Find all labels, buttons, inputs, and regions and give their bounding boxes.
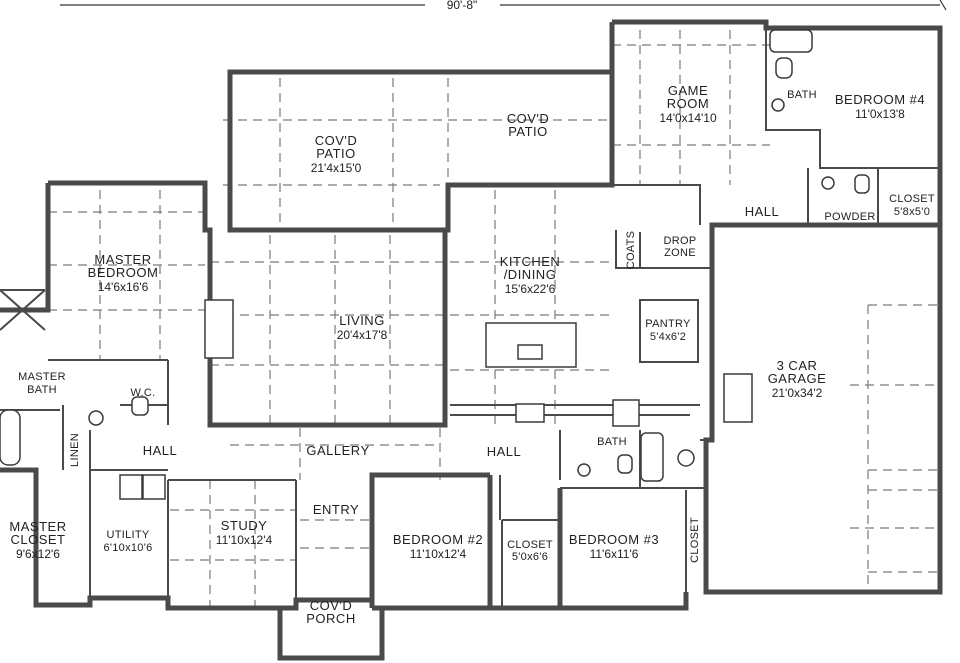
room-name-powder: POWDER [824, 211, 875, 223]
room-name-master-bedroom-2: BEDROOM [88, 265, 159, 280]
room-size-garage: 21'0x34'2 [772, 386, 823, 400]
fridge-icon [612, 399, 640, 427]
washer-icon [119, 474, 143, 500]
sink-icon [821, 176, 835, 190]
toilet-icon [854, 174, 870, 194]
room-name-covd-patio-2-b: PATIO [508, 124, 548, 139]
room-name-closet-upper: CLOSET [889, 193, 935, 205]
room-name-covd-patio-main-2: PATIO [316, 146, 356, 161]
room-name-master-bath: MASTER [18, 371, 66, 383]
room-size-utility: 6'10x10'6 [103, 542, 152, 554]
room-name-drop-zone: DROP [664, 235, 697, 247]
room-size-bedroom-3: 11'6x11'6 [590, 547, 639, 561]
room-name-bath-lower: BATH [597, 436, 627, 448]
room-name-bedroom-3: BEDROOM #3 [569, 532, 659, 547]
room-name-kitchen-dining: KITCHEN [500, 254, 561, 269]
room-name-covd-patio-2: COV'D [507, 111, 550, 126]
room-name-study: STUDY [221, 518, 268, 533]
room-name-covd-patio-main: COV'D [315, 133, 358, 148]
tub-icon [769, 29, 813, 53]
dryer-icon [142, 474, 166, 500]
room-name-garage-2: GARAGE [768, 371, 827, 386]
room-name-drop-zone-2: ZONE [664, 247, 696, 259]
toilet-icon [617, 454, 633, 474]
room-name-pantry: PANTRY [645, 318, 691, 330]
room-size-covd-patio-main: 21'4x15'0 [311, 161, 362, 175]
fireplace-icon [204, 299, 234, 359]
room-name-wc: W.C. [130, 387, 155, 399]
sink-icon [88, 410, 104, 426]
room-labels: COV'D PATIO 21'4x15'0 COV'D PATIO GAME R… [9, 83, 934, 626]
room-name-kitchen-dining-2: /DINING [504, 267, 557, 282]
room-name-utility: UTILITY [106, 529, 149, 541]
room-name-covd-porch-2: PORCH [306, 611, 355, 626]
room-name-hall-left: HALL [143, 443, 178, 458]
room-name-game-room: GAME [668, 83, 708, 98]
room-size-closet-b2: 5'0x6'6 [512, 551, 548, 563]
room-name-bedroom-4: BEDROOM #4 [835, 92, 925, 107]
sink-icon [771, 98, 785, 112]
room-name-master-closet-2: CLOSET [10, 532, 65, 547]
room-name-gallery: GALLERY [306, 443, 369, 458]
room-size-living: 20'4x17'8 [337, 328, 388, 342]
room-name-master-bath-2: BATH [27, 384, 57, 396]
tub-icon [0, 409, 21, 466]
room-name-game-room-2: ROOM [667, 96, 709, 111]
room-name-living: LIVING [339, 313, 385, 328]
room-name-hall-mid: HALL [487, 444, 522, 459]
room-name-master-closet: MASTER [9, 519, 66, 534]
overall-dimension-label: 90'-8" [447, 0, 478, 12]
room-name-bedroom-2: BEDROOM #2 [393, 532, 483, 547]
room-name-covd-porch: COV'D [310, 598, 353, 613]
room-name-closet-b2: CLOSET [507, 539, 553, 551]
sink-icon [577, 463, 591, 477]
room-name-linen: LINEN [69, 433, 81, 467]
fixtures [0, 29, 870, 500]
room-size-kitchen-dining: 15'6x22'6 [505, 282, 556, 296]
room-name-coats: COATS [625, 231, 637, 270]
room-name-closet-b3: CLOSET [689, 517, 701, 563]
tub-icon [640, 432, 664, 482]
room-name-master-bedroom: MASTER [94, 252, 151, 267]
room-size-bedroom-4: 11'0x13'8 [855, 107, 905, 121]
room-size-study: 11'10x12'4 [216, 533, 273, 547]
room-size-master-closet: 9'6x12'6 [16, 547, 60, 561]
toilet-icon [131, 396, 149, 416]
room-size-pantry: 5'4x6'2 [650, 331, 686, 343]
room-size-bedroom-2: 11'10x12'4 [410, 547, 467, 561]
room-name-garage: 3 CAR [777, 358, 818, 373]
room-size-master-bedroom: 14'6x16'6 [98, 280, 149, 294]
range-icon [515, 403, 545, 423]
interior-walls [0, 28, 940, 608]
exterior-walls [0, 19, 943, 661]
room-name-bath-upper: BATH [787, 89, 817, 101]
room-name-entry: ENTRY [313, 502, 359, 517]
kitchen-sink-icon [517, 344, 543, 360]
overall-dimension: 90'-8" [60, 0, 947, 12]
island-garage-icon [723, 373, 753, 423]
floor-drain-icon [677, 449, 695, 467]
dashed-grid [48, 30, 940, 608]
room-name-hall-upper: HALL [745, 204, 780, 219]
room-size-game-room: 14'0x14'10 [659, 111, 717, 125]
toilet-icon [775, 57, 793, 79]
room-size-closet-upper: 5'8x5'0 [894, 206, 930, 218]
